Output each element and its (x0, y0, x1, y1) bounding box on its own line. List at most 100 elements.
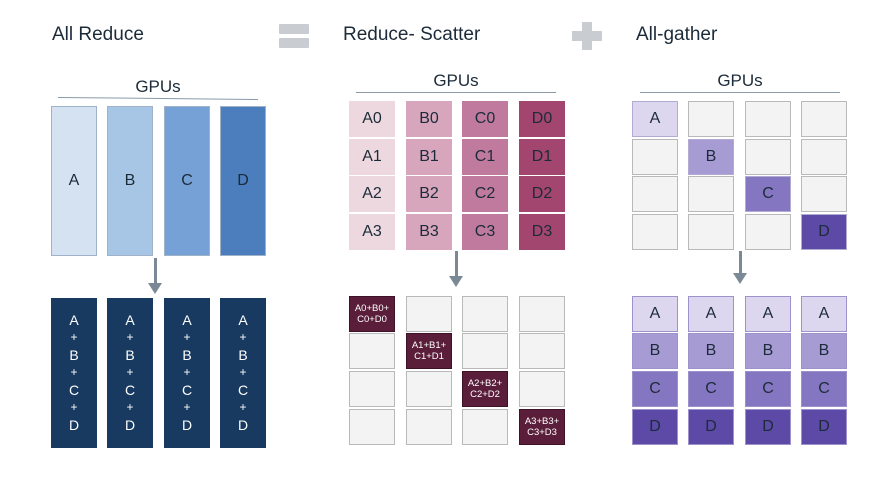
shard-cell: B0 (406, 101, 452, 137)
gpu-column-label: B (124, 172, 136, 189)
shard-cell: D3 (519, 214, 565, 250)
gpus-bar-reduce-scatter (356, 92, 556, 93)
reduced-shard-cell: A2+B2+C2+D2 (462, 371, 508, 407)
empty-cell (801, 139, 847, 175)
sum-term: D (124, 416, 136, 433)
gpus-bar-all-gather (640, 92, 840, 93)
shard-cell: C3 (462, 214, 508, 250)
sum-term: + (183, 365, 191, 380)
sum-column: A+B+C+D (51, 298, 97, 448)
shard-label: A1 (362, 148, 382, 165)
shard-label: D1 (531, 148, 553, 165)
shard-label: B2 (419, 185, 439, 202)
gathered-cell: C (632, 371, 678, 407)
empty-cell (462, 409, 508, 445)
gpus-label-all-reduce: GPUs (135, 77, 181, 96)
shard-label: B1 (419, 148, 439, 165)
shard-label: C3 (474, 223, 496, 240)
reduced-shard-label: A2+B2+ (467, 378, 503, 389)
shard-cell: C2 (462, 176, 508, 212)
gathered-label: C (762, 380, 774, 397)
gathered-cell: A (632, 296, 678, 332)
gathered-cell: B (745, 333, 791, 369)
gpu-chunk-label: C (762, 185, 774, 202)
sum-term: D (181, 416, 193, 433)
shard-label: C1 (474, 148, 496, 165)
gpu-column: B (107, 106, 153, 256)
sum-term: + (126, 330, 134, 345)
gathered-cell: C (688, 371, 734, 407)
empty-cell (519, 296, 565, 332)
gathered-label: A (818, 305, 830, 322)
reduced-shard-label: C3+D3 (527, 427, 557, 438)
gathered-label: A (705, 305, 717, 322)
gathered-cell: A (745, 296, 791, 332)
gathered-label: D (818, 418, 830, 435)
sum-term: A (125, 311, 135, 328)
gathered-label: C (818, 380, 830, 397)
reduced-shard-label: A0+B0+ (354, 303, 390, 314)
plus-icon (572, 22, 602, 50)
sum-term: C (68, 381, 80, 398)
empty-cell (801, 101, 847, 137)
shard-cell: A0 (349, 101, 395, 137)
sum-term: A (182, 311, 192, 328)
gathered-label: B (818, 342, 830, 359)
sum-term: + (239, 400, 247, 415)
empty-cell (349, 333, 395, 369)
reduced-shard-label: C2+D2 (470, 389, 500, 400)
shard-cell: D1 (519, 139, 565, 175)
gpu-chunk-cell: A (632, 101, 678, 137)
empty-cell (519, 371, 565, 407)
gpu-chunk-label: B (705, 148, 717, 165)
empty-cell (745, 139, 791, 175)
sum-term: C (124, 381, 136, 398)
empty-cell (462, 333, 508, 369)
gathered-label: B (649, 342, 661, 359)
shard-cell: B1 (406, 139, 452, 175)
reduced-shard-cell: A0+B0+C0+D0 (349, 296, 395, 332)
sum-term: B (69, 346, 79, 363)
reduced-shard-label: A1+B1+ (411, 340, 447, 351)
gpus-bar-all-reduce (58, 96, 258, 101)
reduce-scatter-heading: Reduce- Scatter (343, 24, 481, 45)
gpu-chunk-cell: D (801, 214, 847, 250)
empty-cell (688, 214, 734, 250)
shard-cell: B2 (406, 176, 452, 212)
shard-label: D0 (531, 110, 553, 127)
shard-cell: A2 (349, 176, 395, 212)
gathered-label: A (762, 305, 774, 322)
gpu-column-label: D (237, 172, 249, 189)
reduced-shard-label: C0+D0 (357, 314, 387, 325)
reduced-shard-cell: A3+B3+C3+D3 (519, 409, 565, 445)
gpu-chunk-label: A (649, 110, 661, 127)
empty-cell (406, 371, 452, 407)
gpus-label-all-gather: GPUs (717, 71, 763, 90)
gathered-label: D (705, 418, 717, 435)
sum-term: + (126, 365, 134, 380)
sum-term: B (238, 346, 248, 363)
shard-cell: D0 (519, 101, 565, 137)
shard-cell: B3 (406, 214, 452, 250)
gpu-column: A (51, 106, 97, 256)
gathered-label: B (705, 342, 717, 359)
equals-icon (279, 22, 309, 50)
sum-term: + (70, 330, 78, 345)
gathered-label: C (705, 380, 717, 397)
sum-term: A (238, 311, 248, 328)
gathered-label: D (649, 418, 661, 435)
empty-cell (406, 409, 452, 445)
empty-cell (349, 409, 395, 445)
empty-cell (688, 101, 734, 137)
gathered-label: D (762, 418, 774, 435)
sum-term: + (239, 365, 247, 380)
gpu-chunk-label: D (818, 223, 830, 240)
reduced-shard-label: C1+D1 (414, 351, 444, 362)
empty-cell (632, 176, 678, 212)
empty-cell (632, 139, 678, 175)
sum-term: C (181, 381, 193, 398)
shard-label: C0 (474, 110, 496, 127)
gpu-chunk-cell: C (745, 176, 791, 212)
sum-column: A+B+C+D (107, 298, 153, 448)
gathered-cell: B (632, 333, 678, 369)
